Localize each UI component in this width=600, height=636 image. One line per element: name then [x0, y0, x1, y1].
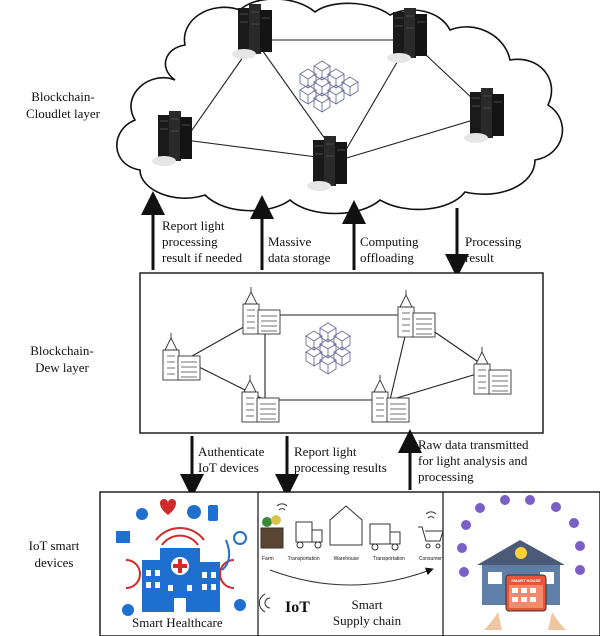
supply-chain-illustration-icon [258, 503, 444, 613]
smart-healthcare-label: Smart Healthcare [132, 615, 223, 630]
iot-text-label: IoT [285, 599, 310, 616]
arrow-label-authenticate: Authenticate IoT devices [198, 444, 265, 475]
arrow-label-massive-storage: Massive data storage [268, 234, 331, 265]
healthcare-illustration-icon [116, 499, 247, 616]
supply-steps: Farm Transportation Warehouse Transporta… [262, 556, 442, 562]
supply-step: Transportation [372, 556, 405, 562]
dew-layer-label: Blockchain- Dew layer [30, 343, 94, 375]
smart-supply-chain-label: Smart Supply chain [332, 597, 402, 628]
smart-house-sign: SMART HOUSE [511, 578, 541, 583]
lower-arrows [180, 429, 422, 498]
arrow-label-processing-result: Processing result [465, 234, 522, 265]
arrow-label-report-light: Report light processing result if needed [162, 218, 243, 265]
cloud-server-icon [386, 7, 428, 64]
supply-step: Transportation [287, 556, 320, 562]
arrow-label-report-results: Report light processing results [294, 444, 387, 475]
smart-house-illustration-icon [457, 495, 585, 630]
cloud-server-icon [306, 135, 348, 192]
supply-step: Warehouse [333, 556, 359, 562]
dew-layer-box [139, 272, 544, 434]
arrow-label-raw-data: Raw data transmitted for light analysis … [418, 437, 529, 484]
supply-step: Consumer [418, 556, 442, 562]
cloud-server-icon [463, 87, 505, 144]
upper-arrows [141, 191, 469, 278]
cloud-server-icon [231, 3, 273, 60]
cloudlet-layer-label: Blockchain- Cloudlet layer [25, 89, 100, 121]
arrow-label-computing-offloading: Computing offloading [360, 234, 419, 265]
cloud-server-icon [151, 110, 193, 167]
supply-step: Farm [262, 556, 274, 562]
iot-layer-label: IoT smart devices [28, 538, 80, 570]
